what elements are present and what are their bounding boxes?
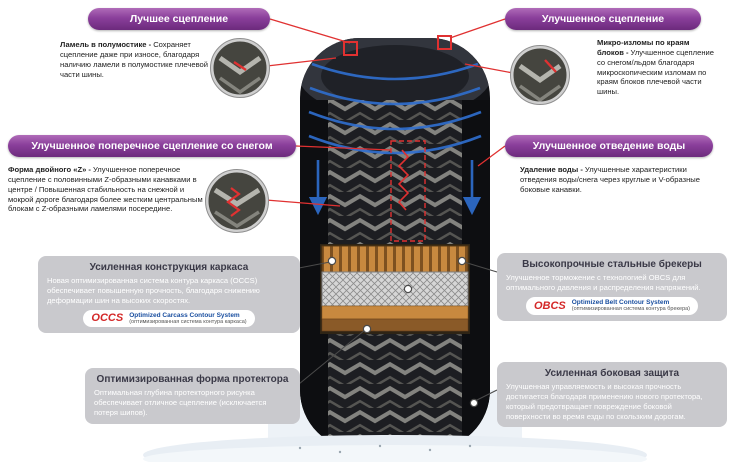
callout-body-water-evacuation: Удаление воды -Улучшенные характеристики… [520, 165, 702, 195]
callout-lead: Микро-изломы по краям блоков - [597, 38, 690, 57]
callout-body-best-grip: Ламель в полумостике -Сохраняет сцеплени… [60, 40, 214, 79]
info-box-carcass: Усиленная конструкция каркаса Новая опти… [38, 256, 300, 334]
info-box-sidewall-protection: Усиленная боковая защита Улучшенная упра… [497, 362, 727, 428]
highlight-marker-icons [343, 35, 452, 56]
water-flow-arrows [308, 62, 482, 216]
obcs-logo-subtitle: Optimized Belt Contour System [571, 298, 670, 306]
callout-body-lateral-snow-grip: Форма двойного «Z» -Улучшенное поперечно… [8, 165, 210, 214]
occs-logo-note: (оптимизированная система контура каркас… [129, 319, 247, 326]
info-box-text: Улучшенное торможение с технологией OBCS… [506, 273, 701, 292]
callout-text: Улучшенные характеристики отведения воды… [520, 165, 700, 194]
callout-lead: Удаление воды - [520, 165, 583, 174]
callout-body-improved-grip: Микро-изломы по краям блоков -Улучшенное… [597, 38, 717, 97]
callout-title-lateral-snow-grip: Улучшенное поперечное сцепление со снего… [8, 135, 296, 157]
zoom-inset-micro-edges-icon [510, 45, 570, 105]
gray-leader-lines [298, 261, 498, 403]
zoom-inset-sipe-icon [210, 38, 270, 98]
callout-text: Улучшенное поперечное сцепление с полови… [8, 165, 203, 214]
callout-lead: Форма двойного «Z» - [8, 165, 91, 174]
obcs-logo-text: OBCS [533, 299, 566, 312]
callout-lead: Ламель в полумостике - [60, 40, 152, 49]
occs-logo-text: OCCS [91, 312, 124, 325]
info-box-title: Высокопрочные стальные брекеры [522, 259, 702, 270]
callout-text: Сохраняет сцепление даже при износе, бла… [60, 40, 208, 79]
callout-title-best-grip: Лучшее сцепление [88, 8, 270, 30]
obcs-logo-note: (оптимизированная система контура брекер… [571, 306, 691, 313]
info-box-text: Улучшенная управляемость и высокая прочн… [506, 382, 703, 421]
info-box-steel-belts: Высокопрочные стальные брекеры Улучшенно… [497, 253, 727, 321]
zoom-inset-z-groove-icon [205, 169, 269, 233]
tire [300, 38, 490, 450]
callout-text: Улучшенное сцепление со снегом/льдом бла… [597, 47, 714, 97]
info-box-title: Усиленная конструкция каркаса [89, 262, 249, 273]
red-leader-lines [265, 18, 514, 207]
info-box-text: Оптимальная глубина протекторного рисунк… [94, 388, 267, 417]
tire-cutaway [320, 244, 470, 334]
info-box-title: Оптимизированная форма протектора [96, 374, 289, 385]
occs-logo: OCCS Optimized Carcass Contour System (о… [83, 309, 255, 328]
snow-ground [143, 435, 647, 462]
obcs-logo: OBCS Optimized Belt Contour System (опти… [525, 296, 699, 315]
info-box-text: Новая оптимизированная система контура к… [47, 276, 260, 305]
point-marker-icons [327, 256, 479, 408]
info-box-tread-shape: Оптимизированная форма протектора Оптима… [85, 368, 300, 424]
occs-logo-subtitle: Optimized Carcass Contour System [129, 311, 240, 319]
callout-title-improved-grip: Улучшенное сцепление [505, 8, 701, 30]
callout-title-water-evacuation: Улучшенное отведение воды [505, 135, 713, 157]
center-sipes-highlight [390, 140, 426, 242]
info-box-title: Усиленная боковая защита [544, 368, 680, 379]
